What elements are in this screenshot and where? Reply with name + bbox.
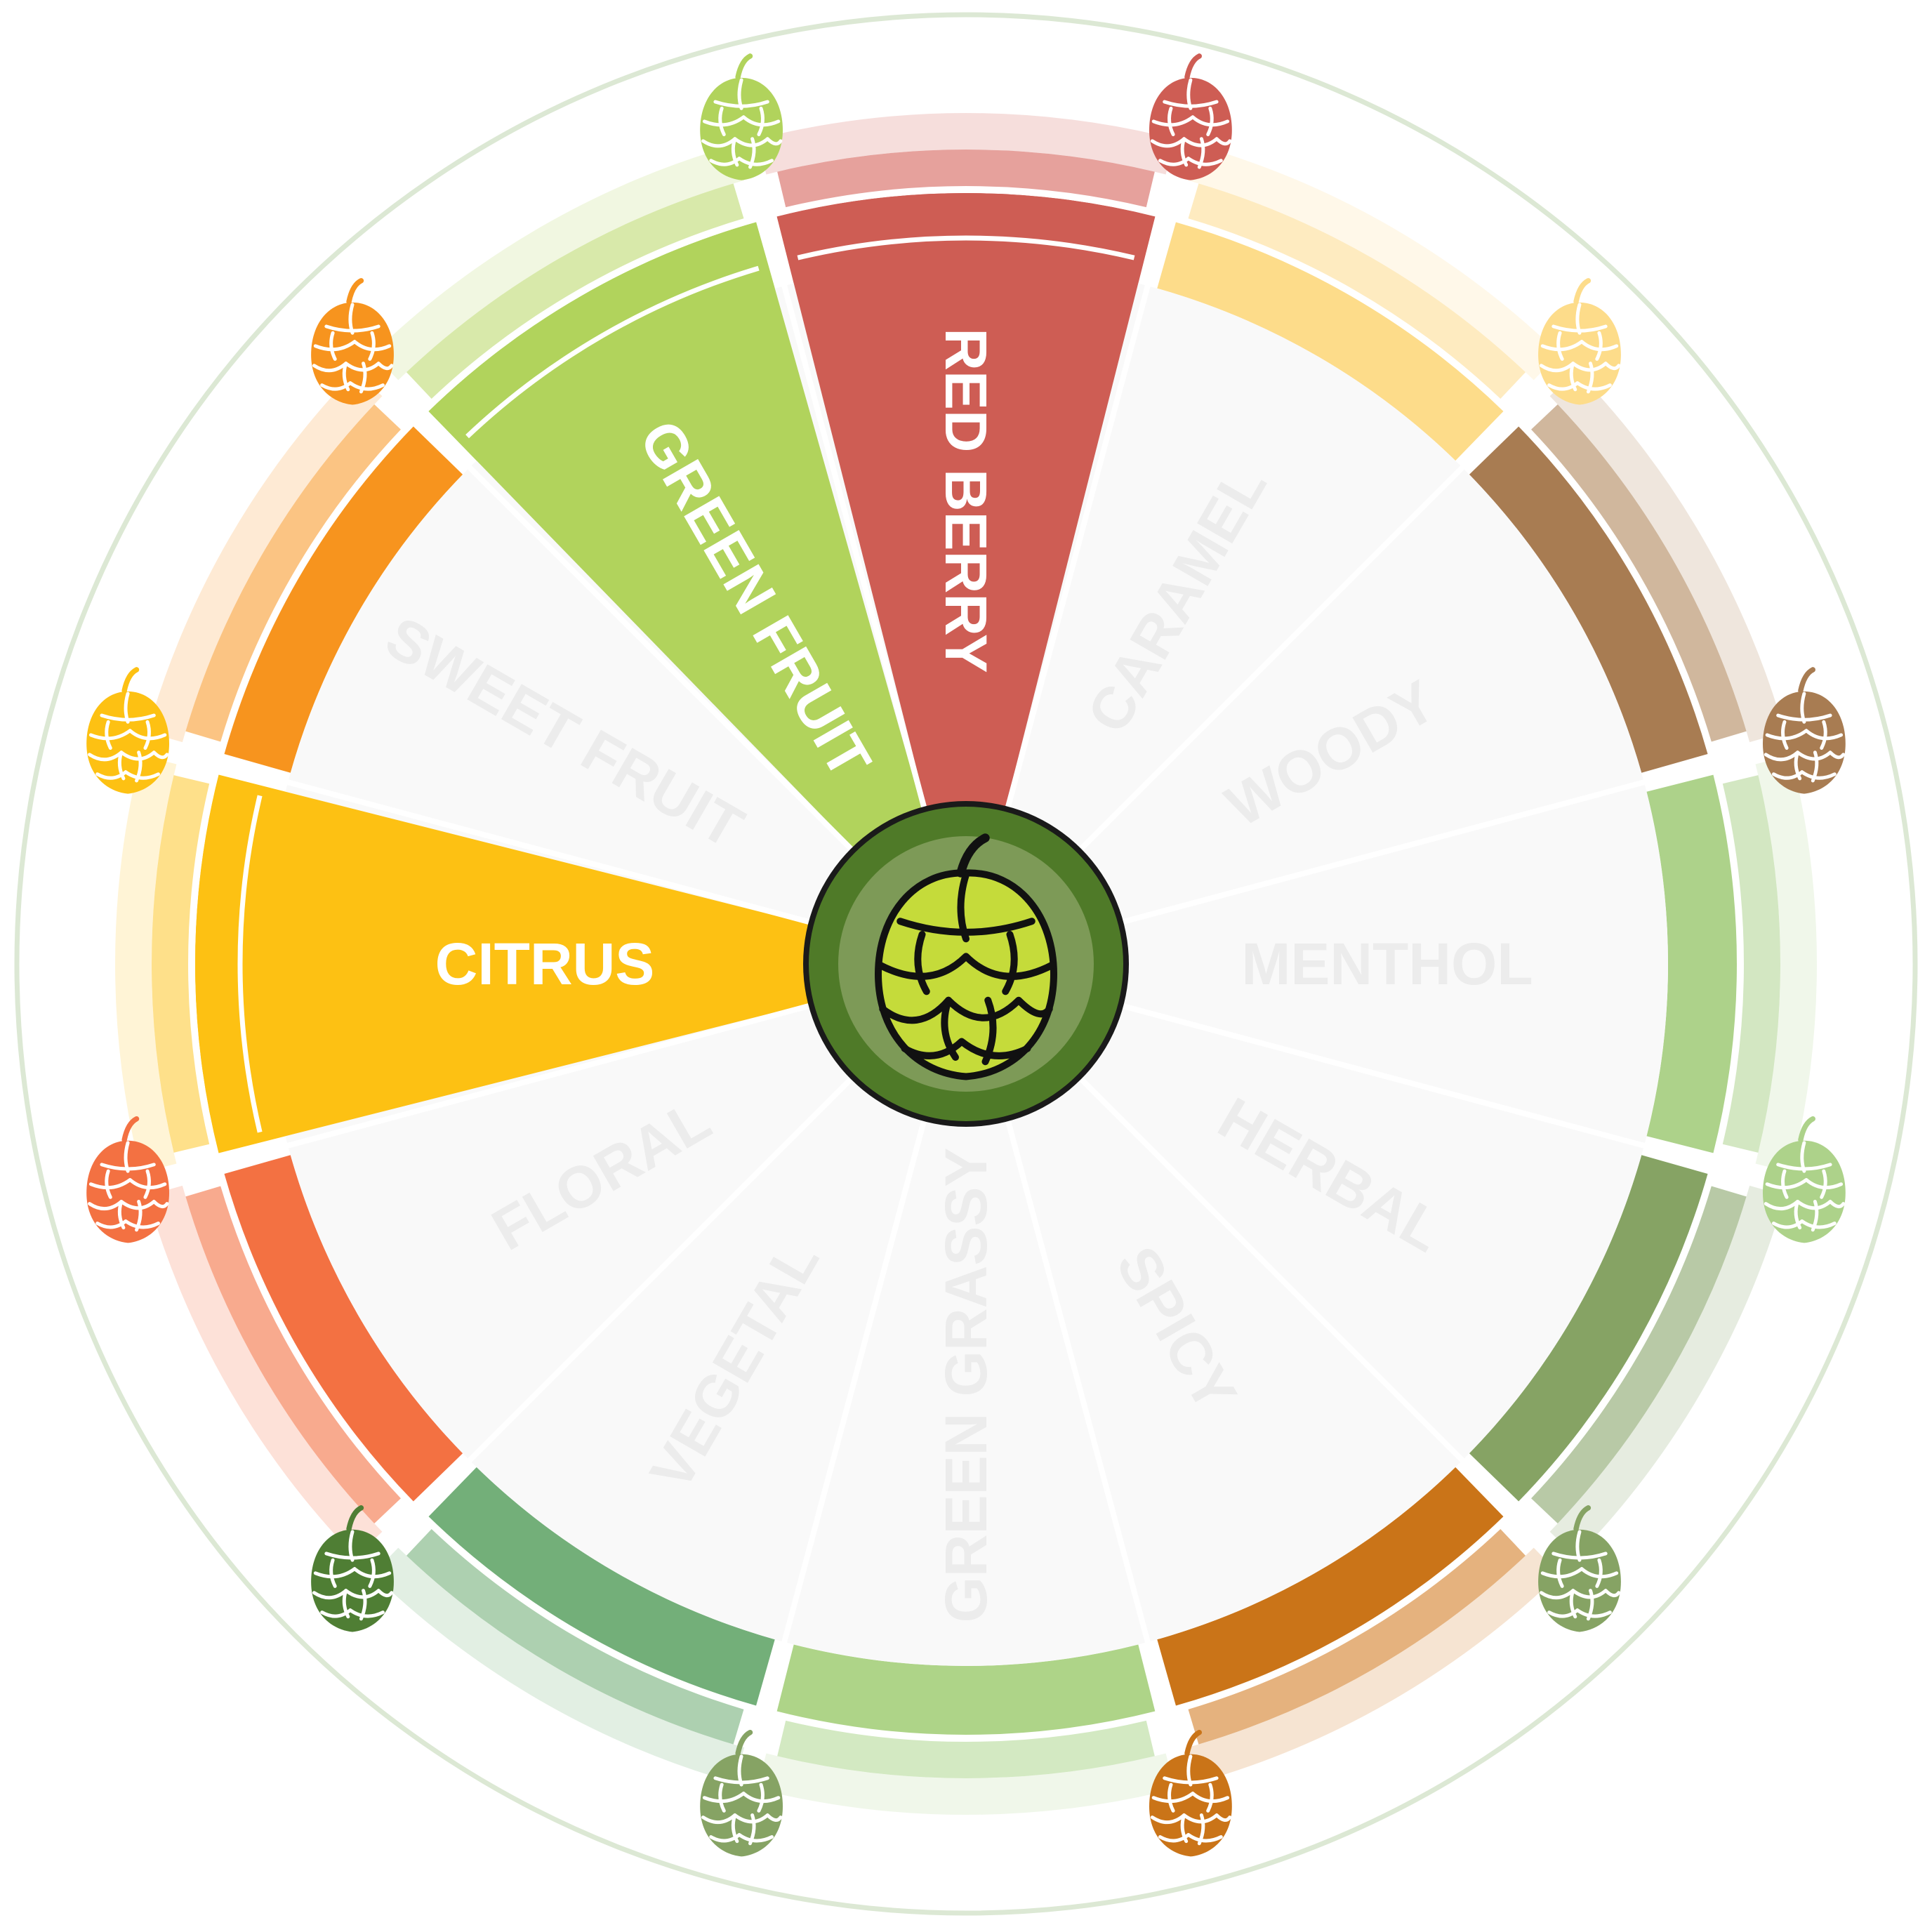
outer-band-caramel bbox=[1188, 183, 1526, 399]
separator-line bbox=[989, 1061, 1170, 1712]
ring-segment-spicy bbox=[1157, 1467, 1504, 1706]
separator-line bbox=[1064, 987, 1714, 1168]
halo-band-spicy bbox=[1187, 1547, 1559, 1783]
halo-band-menthol bbox=[1755, 755, 1818, 1173]
separator-line bbox=[416, 414, 896, 894]
halo-band-floral bbox=[147, 1185, 383, 1557]
wedge-inner-arc-citrus bbox=[237, 795, 263, 1133]
outer-band-vegetal bbox=[406, 1529, 744, 1745]
outer-band-woody bbox=[1531, 404, 1747, 742]
separator-line bbox=[218, 760, 868, 941]
wedge-citrus bbox=[195, 774, 967, 1153]
hop-icons bbox=[86, 53, 1846, 1857]
outer-boundary bbox=[14, 12, 1918, 1916]
halo-band-green-grassy bbox=[757, 1753, 1175, 1815]
outer-band-spicy bbox=[1188, 1529, 1526, 1745]
separator-line bbox=[1036, 414, 1516, 894]
hop-icon bbox=[86, 1116, 170, 1243]
ring-segment-vegetal bbox=[428, 1467, 775, 1706]
separator-line bbox=[218, 987, 868, 1168]
separator-line bbox=[1064, 760, 1714, 941]
hop-icon bbox=[1762, 1116, 1846, 1243]
halo-band-vegetal bbox=[373, 1547, 745, 1783]
halo-band-herbal bbox=[1549, 1185, 1785, 1557]
outer-band-menthol bbox=[1722, 775, 1780, 1153]
separator-line bbox=[762, 1061, 943, 1712]
halo-band-red-berry bbox=[757, 113, 1175, 175]
ring-segment-caramel bbox=[1157, 222, 1504, 461]
label-red-berry: RED BERRY bbox=[933, 328, 999, 673]
outer-band-red-berry bbox=[777, 150, 1155, 208]
segment-separators bbox=[218, 216, 1714, 1712]
separator-line bbox=[989, 216, 1170, 866]
label-citrus: CITRUS bbox=[435, 931, 655, 997]
outer-band-floral bbox=[185, 1186, 401, 1524]
outer-band-sweet-fruit bbox=[185, 404, 401, 742]
ring-segment-floral bbox=[224, 1155, 463, 1502]
halo-band-sweet-fruit bbox=[147, 371, 383, 743]
hop-icon bbox=[700, 53, 783, 180]
hop-icon bbox=[86, 667, 170, 794]
hop-icon bbox=[311, 1505, 394, 1632]
center-hop-badge bbox=[803, 801, 1129, 1127]
outer-circle bbox=[14, 12, 1918, 1916]
wedge-inner-arc-red-berry bbox=[797, 235, 1135, 260]
outer-band-herbal bbox=[1531, 1186, 1747, 1524]
outer-bands bbox=[115, 113, 1818, 1815]
hop-icon bbox=[700, 1729, 783, 1857]
hop-icon bbox=[1762, 667, 1846, 794]
label-menthol: MENTHOL bbox=[1241, 931, 1533, 997]
hop-icon bbox=[1538, 1505, 1621, 1632]
ring-segment-woody bbox=[1469, 426, 1708, 773]
halo-band-green-fruit bbox=[373, 145, 745, 381]
label-green-grassy: GREEN GRASSY bbox=[933, 1148, 999, 1623]
halo-band-citrus bbox=[115, 755, 177, 1173]
ring-segment-menthol bbox=[1646, 774, 1737, 1153]
ring-segment-green-grassy bbox=[776, 1644, 1156, 1735]
highlight-wedges bbox=[195, 193, 1156, 1153]
wedge-inner-arc-green-fruit bbox=[465, 265, 760, 439]
hop-icon bbox=[1149, 1729, 1232, 1857]
wedge-green-fruit bbox=[428, 222, 966, 965]
ring-segment-herbal bbox=[1469, 1155, 1708, 1502]
wedge-red-berry bbox=[776, 193, 1156, 965]
outer-band-citrus bbox=[152, 775, 210, 1153]
hop-icon bbox=[1149, 53, 1232, 180]
hop-cone-icon bbox=[874, 833, 1058, 1080]
hop-icon bbox=[1538, 278, 1621, 405]
separator-line bbox=[1036, 1033, 1516, 1514]
outer-band-green-fruit bbox=[406, 183, 744, 399]
hop-icon bbox=[311, 278, 394, 405]
separator-line bbox=[416, 1033, 896, 1514]
halo-band-caramel bbox=[1187, 145, 1559, 381]
outer-band-green-grassy bbox=[777, 1720, 1155, 1778]
halo-band-woody bbox=[1549, 371, 1785, 743]
ring-segment-sweet-fruit bbox=[224, 426, 463, 773]
separator-line bbox=[762, 216, 943, 866]
